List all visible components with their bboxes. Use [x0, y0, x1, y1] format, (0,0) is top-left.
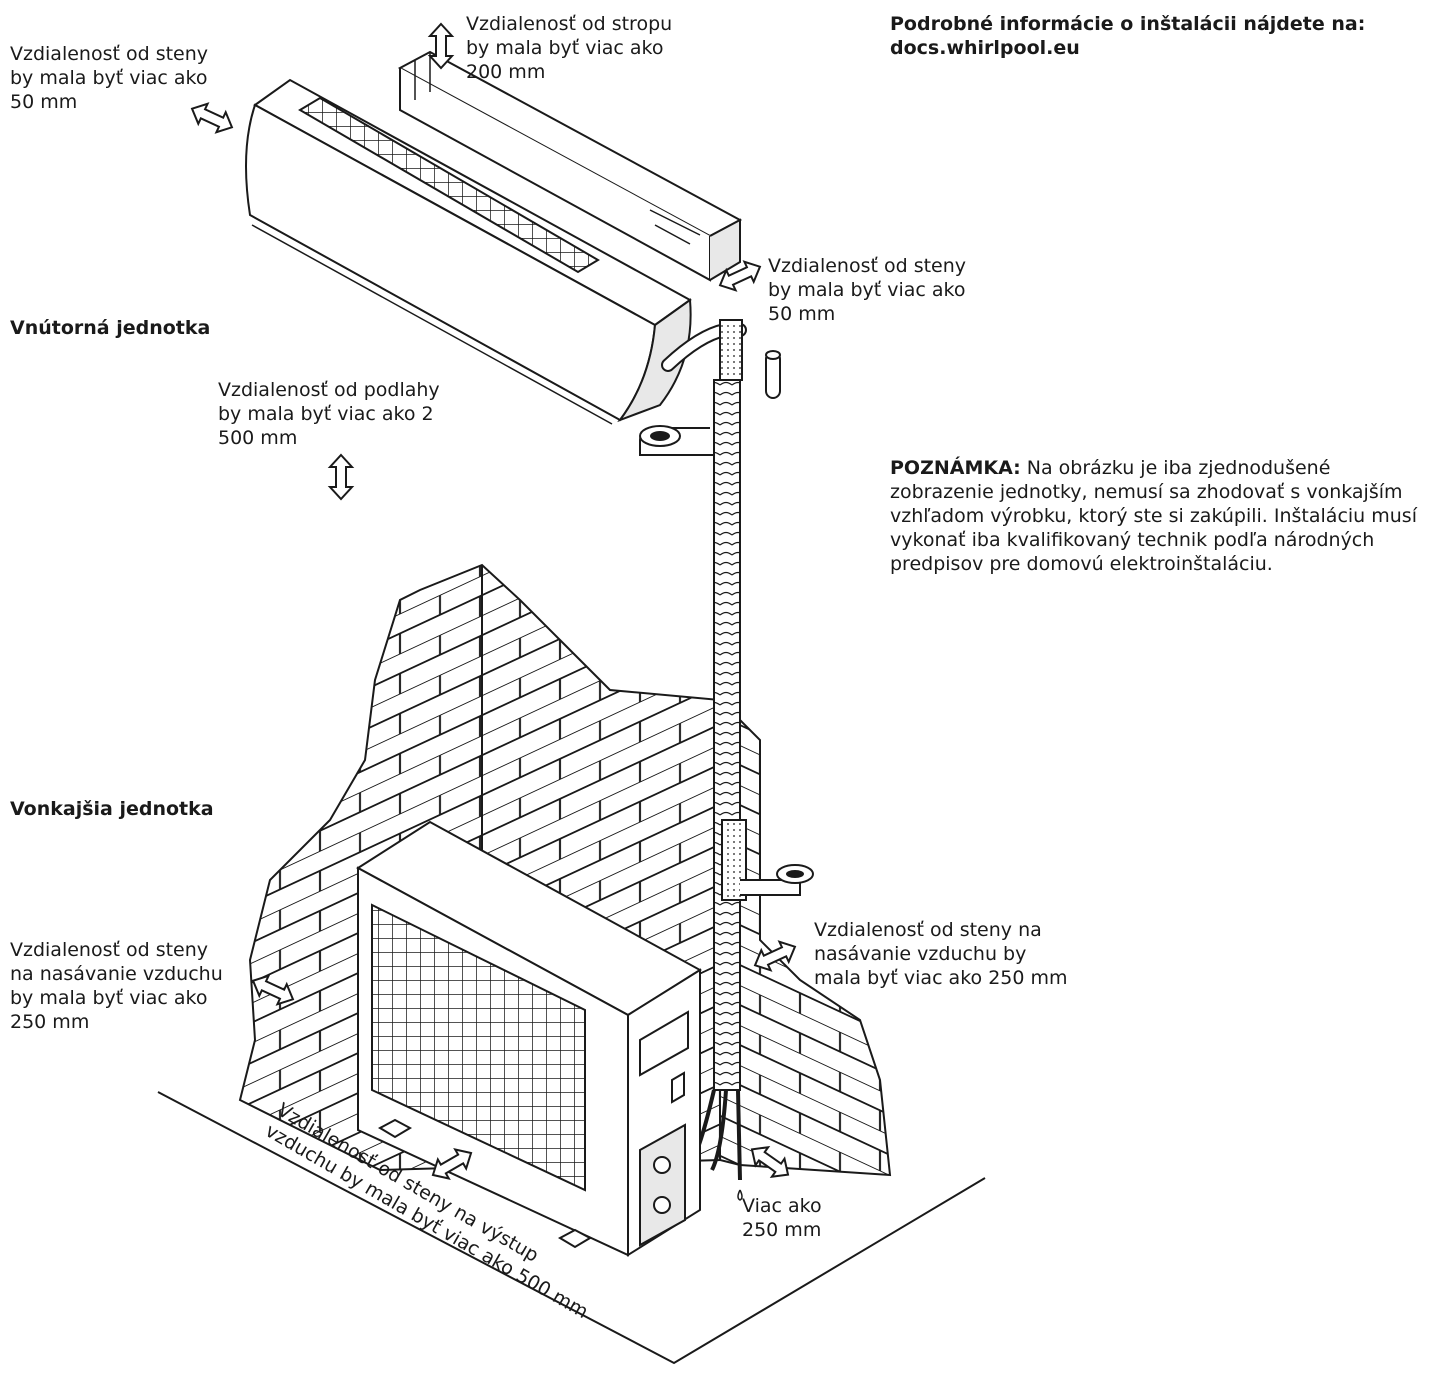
label-install-info: Podrobné informácie o inštalácii nájdete… [890, 13, 1366, 59]
label-wall-clearance-right: Vzdialenosť od steny by mala byť viac ak… [768, 255, 967, 325]
note: POZNÁMKA: Na obrázku je iba zjednodušené… [890, 456, 1420, 576]
label-wall-clearance-left: Vzdialenosť od steny by mala byť viac ak… [10, 43, 209, 113]
label-intake-clearance-right: Vzdialenosť od steny na nasávanie vzduch… [814, 919, 1068, 989]
label-indoor-unit: Vnútorná jednotka [10, 317, 211, 339]
note-title: POZNÁMKA: [890, 457, 1021, 479]
piping [639, 319, 814, 1201]
label-floor-clearance: Vzdialenosť od podlahy by mala byť viac … [218, 379, 440, 449]
floor-slab [157, 1091, 986, 1365]
note-text: Na obrázku je iba zjednodušené zobrazeni… [890, 457, 1417, 575]
arrow-floor [329, 454, 353, 500]
outdoor-unit-drawing [356, 820, 702, 1257]
label-ceiling-clearance: Vzdialenosť od stropu by mala byť viac a… [466, 13, 673, 83]
label-intake-clearance-left: Vzdialenosť od steny na nasávanie vzduch… [10, 939, 223, 1033]
label-more-than: Viac ako 250 mm [742, 1195, 822, 1241]
label-outdoor-unit: Vonkajšia jednotka [10, 798, 214, 820]
indoor-unit-drawing [245, 78, 692, 425]
